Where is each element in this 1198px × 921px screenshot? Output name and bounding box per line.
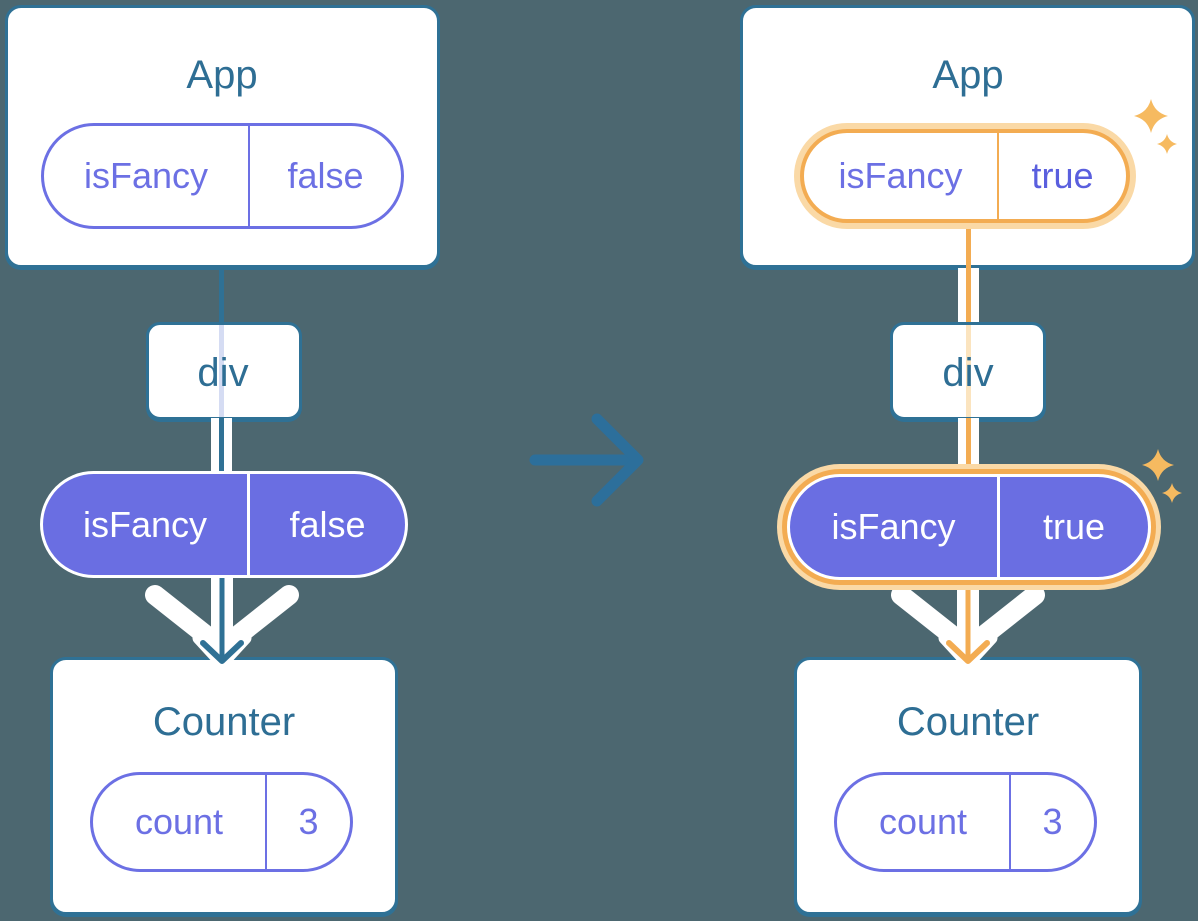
- prop-name: isFancy: [83, 155, 209, 196]
- prop-pass-through-line: [966, 325, 971, 417]
- transition-arrow-icon: [529, 413, 644, 507]
- div-card: [146, 322, 302, 420]
- flow-arrowhead-icon: [145, 561, 299, 670]
- app-to-div-connector: [219, 266, 224, 324]
- pill-divider: [997, 477, 1000, 577]
- prop-value: true: [1031, 155, 1094, 196]
- state-value: 3: [298, 801, 319, 842]
- div-title: div: [942, 351, 994, 395]
- prop-name: isFancy: [838, 155, 963, 196]
- pill-divider: [1009, 775, 1011, 869]
- prop-line-in-app: [966, 228, 971, 270]
- counter-title: Counter: [896, 700, 1040, 744]
- prop-name: isFancy: [831, 506, 956, 547]
- prop-value: true: [1042, 506, 1106, 547]
- counter-title: Counter: [152, 700, 296, 744]
- pill-divider: [997, 133, 999, 219]
- app-title: App: [186, 53, 258, 97]
- state-name: count: [878, 801, 968, 842]
- div-to-prop-connector: [211, 418, 232, 476]
- pill-divider: [265, 775, 267, 869]
- app-title: App: [932, 53, 1004, 97]
- div-title: div: [197, 351, 249, 395]
- state-name: count: [134, 801, 224, 842]
- counter-state-pill: count 3: [834, 772, 1097, 872]
- div-to-prop-connector: [958, 418, 979, 479]
- app-to-div-connector: [958, 268, 979, 324]
- pill-divider: [247, 474, 250, 575]
- app-prop-pill-highlighted: isFancy true: [800, 129, 1130, 223]
- pill-divider: [248, 126, 250, 226]
- passed-prop-pill: isFancy false: [43, 474, 405, 575]
- app-prop-pill: isFancy false: [41, 123, 404, 229]
- prop-value: false: [287, 155, 364, 196]
- sparkle-icon: [1142, 449, 1182, 503]
- sparkle-icon: [1134, 99, 1177, 154]
- passed-prop-pill-highlighted: isFancy true: [790, 477, 1148, 577]
- prop-name: isFancy: [82, 503, 208, 545]
- flow-arrowhead-icon: [891, 561, 1045, 670]
- prop-pass-through-line: [219, 325, 224, 417]
- prop-value: false: [289, 503, 366, 545]
- state-value: 3: [1042, 801, 1063, 842]
- counter-state-pill: count 3: [90, 772, 353, 872]
